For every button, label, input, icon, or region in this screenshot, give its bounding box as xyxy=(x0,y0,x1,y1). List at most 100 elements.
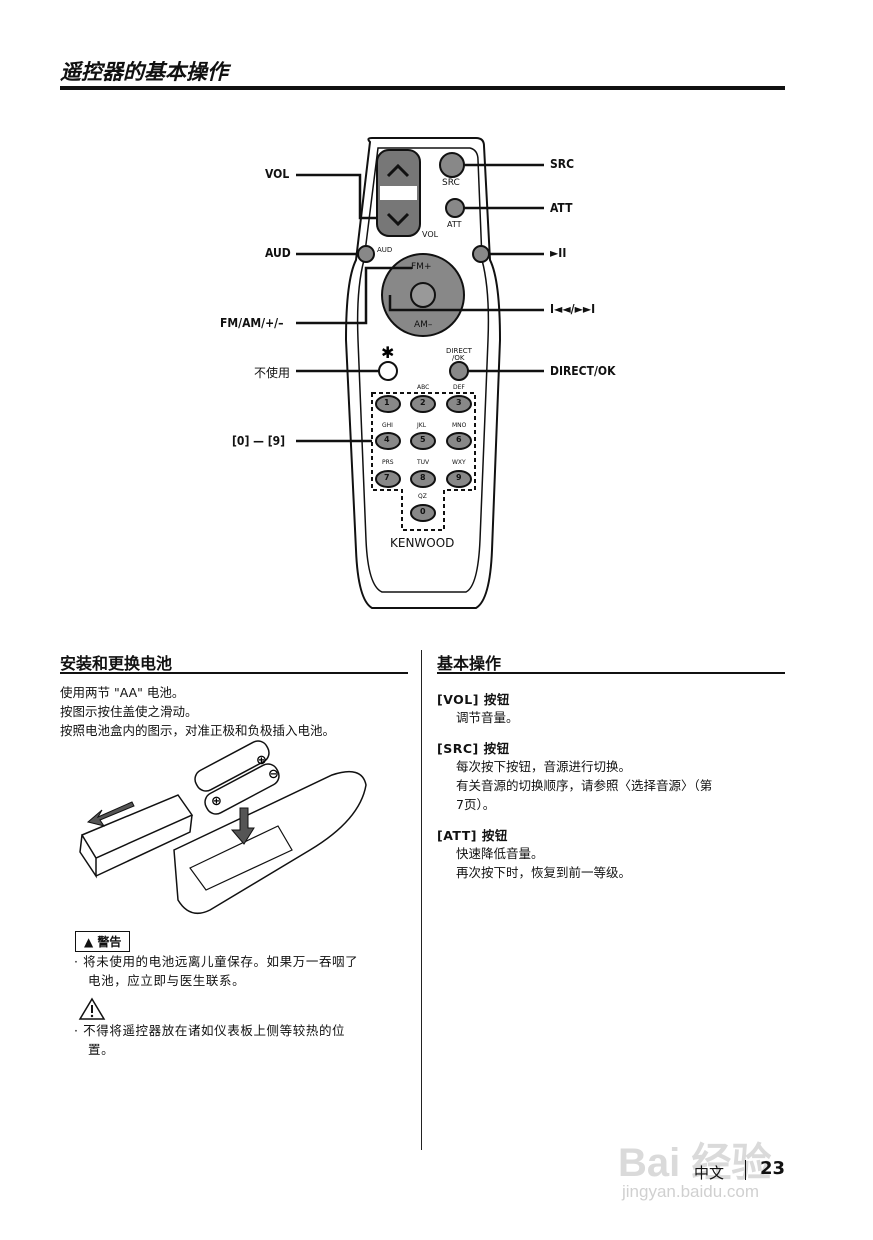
play-pause-button xyxy=(472,245,490,263)
key-4-num: 4 xyxy=(384,435,390,444)
vol-up-icon xyxy=(386,163,410,178)
key-8-num: 8 xyxy=(420,473,426,482)
key-2-num: 2 xyxy=(420,398,426,407)
fm-plus-label: FM+ xyxy=(411,262,432,272)
src-item-line-1: 每次按下按钮，音源进行切换。 xyxy=(456,759,632,774)
att-label: ATT xyxy=(447,220,462,229)
att-item-line-2: 再次按下时，恢复到前一等级。 xyxy=(456,865,632,880)
key-9 xyxy=(446,470,472,488)
callout-numbers: [0] — [9] xyxy=(232,434,286,448)
src-label: SRC xyxy=(442,178,460,188)
remote-back xyxy=(173,770,367,915)
battery-heading-rule xyxy=(60,672,408,674)
callout-src: SRC xyxy=(550,157,575,171)
callout-line-vol xyxy=(296,173,378,220)
remote-diagram: ✱ xyxy=(296,137,544,609)
warning-text-2: 电池，应立即与医生联系。 xyxy=(88,973,246,988)
vol-item-line-1: 调节音量。 xyxy=(456,710,519,725)
vol-down-icon xyxy=(386,212,410,227)
src-item-line-3: 7页）。 xyxy=(456,797,496,812)
src-item-title: [SRC] 按钮 xyxy=(437,741,510,756)
title-divider xyxy=(60,86,785,90)
key-7 xyxy=(375,470,401,488)
key-6 xyxy=(446,432,472,450)
joystick-center xyxy=(410,282,436,308)
basic-heading: 基本操作 xyxy=(437,654,502,673)
key-2 xyxy=(410,395,436,413)
page-number: 23 xyxy=(760,1158,786,1179)
direct-ok-button xyxy=(449,361,469,381)
caution-icon xyxy=(78,997,106,1020)
column-divider xyxy=(421,650,422,1150)
battery-heading: 安装和更换电池 xyxy=(60,654,173,673)
callout-direct: DIRECT/OK xyxy=(550,364,616,378)
key-5 xyxy=(410,432,436,450)
key-5-letters: JKL xyxy=(417,422,427,429)
footer-separator xyxy=(745,1160,746,1180)
key-0-letters: QZ xyxy=(418,493,427,500)
star-button xyxy=(378,361,398,381)
callout-att: ATT xyxy=(550,201,573,215)
att-item-line-1: 快速降低音量。 xyxy=(456,846,544,861)
key-3-num: 3 xyxy=(456,398,462,407)
warning-badge: ▲ 警告 xyxy=(75,931,131,952)
vol-small-label: VOL xyxy=(422,230,439,239)
key-4 xyxy=(375,432,401,450)
key-7-num: 7 xyxy=(384,473,390,482)
battery-line-1: 使用两节 "AA" 电池。 xyxy=(60,685,185,700)
watermark-url: jingyan.baidu.com xyxy=(622,1182,760,1201)
key-3-letters: DEF xyxy=(453,384,465,391)
key-8-letters: TUV xyxy=(417,459,430,466)
slide-arrow-icon xyxy=(86,801,135,827)
callout-line-fmam xyxy=(296,266,412,325)
battery-line-2: 按图示按住盖使之滑动。 xyxy=(60,704,198,719)
plus-icon: ⊕ xyxy=(256,753,267,768)
vol-item-title: [VOL] 按钮 xyxy=(437,692,510,707)
key-1 xyxy=(375,395,401,413)
callout-aud: AUD xyxy=(265,246,291,260)
basic-heading-rule xyxy=(437,672,785,674)
key-4-letters: GHI xyxy=(382,422,393,429)
am-minus-label: AM– xyxy=(414,320,433,330)
aud-button xyxy=(357,245,375,263)
key-0 xyxy=(410,504,436,522)
callout-unused: 不使用 xyxy=(254,366,291,380)
key-5-num: 5 xyxy=(420,435,426,444)
direct-label-1: DIRECT xyxy=(446,347,472,355)
key-9-letters: WXY xyxy=(452,459,466,466)
callout-fmam: FM/AM/+/– xyxy=(220,316,284,330)
minus-icon: ⊖ xyxy=(268,767,279,782)
warning-text-1: · 将未使用的电池远离儿童保存。如果万一吞咽了 xyxy=(74,954,359,969)
att-item-title: [ATT] 按钮 xyxy=(437,828,508,843)
direct-label-2: /OK xyxy=(452,354,465,362)
insert-arrow-icon xyxy=(230,807,255,845)
src-item-line-2: 有关音源的切换顺序，请参照〈选择音源〉（第 xyxy=(456,778,713,793)
caution-text-2: 置。 xyxy=(88,1042,115,1057)
callout-playpause: ►II xyxy=(550,246,567,260)
battery-illustration: ⊕ ⊖ ⊕ xyxy=(79,740,367,915)
footer-language: 中文 xyxy=(694,1164,725,1182)
battery-aa-1 xyxy=(194,740,270,792)
aud-small-label: AUD xyxy=(377,246,393,254)
remote-inner-outline xyxy=(356,147,490,593)
svg-text:✱: ✱ xyxy=(381,343,394,362)
callout-vol: VOL xyxy=(265,167,290,181)
att-button xyxy=(445,198,465,218)
battery-line-3: 按照电池盒内的图示，对准正极和负极插入电池。 xyxy=(60,723,336,738)
key-2-letters: ABC xyxy=(417,384,430,391)
plus-icon-2: ⊕ xyxy=(211,794,222,809)
key-1-num: 1 xyxy=(384,398,390,407)
battery-aa-2 xyxy=(204,763,280,815)
key-8 xyxy=(410,470,436,488)
key-3 xyxy=(446,395,472,413)
callout-skip: I◄◄/►►I xyxy=(550,302,596,316)
caution-text-1: · 不得将遥控器放在诸如仪表板上侧等较热的位 xyxy=(74,1023,346,1038)
callout-line-skip xyxy=(388,295,544,312)
key-6-letters: MNO xyxy=(452,422,467,429)
brand-logo: KENWOOD xyxy=(390,536,455,550)
number-pad-frame xyxy=(371,392,476,531)
key-7-letters: PRS xyxy=(382,459,394,466)
page-title: 遥控器的基本操作 xyxy=(60,60,228,84)
key-6-num: 6 xyxy=(456,435,462,444)
src-button xyxy=(439,152,465,178)
